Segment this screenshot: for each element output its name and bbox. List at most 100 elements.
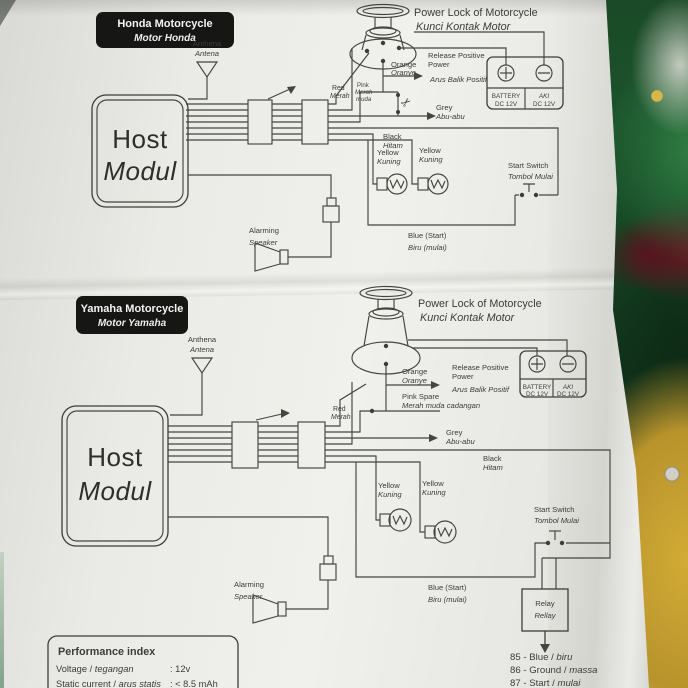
yamaha-blue-label-id: Biru (mulai) [428, 595, 467, 604]
connector-block [247, 99, 273, 145]
antenna-icon [188, 61, 219, 100]
performance-row-static-current: Static current / arus statis [56, 679, 161, 688]
performance-row-static-current-value: : < 8.5 mAh [170, 679, 218, 688]
yamaha-red-label-id: Merah [331, 414, 351, 421]
start-switch-icon [545, 530, 610, 546]
connector-arrow-icon [267, 86, 296, 100]
performance-row-voltage: Voltage / tegangan [56, 664, 134, 674]
honda-release-label-2: Power [428, 60, 450, 69]
connector-block [301, 99, 329, 145]
yamaha-battery-left-value: DC 12V [526, 391, 549, 398]
bulb-icon [424, 520, 457, 544]
honda-yellow2-label: Yellow [419, 146, 441, 155]
battery-minus-terminal-icon [559, 355, 577, 373]
yamaha-battery-left-title: BATTERY [523, 384, 552, 391]
honda-battery-right-value: DC 12V [533, 101, 556, 108]
honda-power-lock-title: Power Lock of Motorcycle [414, 7, 538, 19]
yamaha-speaker-wiring [168, 516, 337, 610]
bulb-icon [376, 173, 408, 195]
scissors-icon: ✂ [398, 94, 415, 111]
yamaha-plate-title: Yamaha Motorcycle [81, 303, 184, 315]
honda-blue-label: Blue (Start) [408, 231, 447, 240]
yamaha-black-label-id: Hitam [483, 463, 503, 472]
yamaha-grey-label: Grey [446, 428, 463, 437]
relay-label-id: Rellay [534, 611, 556, 620]
yamaha-orange-label-id: Oranye [402, 376, 427, 385]
yamaha-power-lock-subtitle: Kunci Kontak Motor [420, 312, 515, 324]
honda-orange-label: Orange [391, 60, 416, 69]
yamaha-blue-label: Blue (Start) [428, 583, 467, 592]
bulb-icon [417, 173, 449, 195]
honda-battery: BATTERY DC 12V AKI DC 12V [399, 31, 564, 110]
relay-pin-85: 85 - Blue / biru [510, 652, 573, 663]
yamaha-relay-wiring [541, 543, 611, 589]
relay-pin-list: 85 - Blue / biru 86 - Ground / massa 87 … [510, 652, 597, 688]
honda-antenna-label-id: Antena [194, 49, 219, 58]
honda-alarm-label: Alarming [249, 226, 279, 235]
honda-pink-label: Pink [357, 82, 370, 89]
relay: Relay Rellay [521, 588, 569, 653]
yamaha-yellow1-label: Yellow [378, 481, 400, 490]
honda-start-switch-label: Start Switch [508, 161, 549, 170]
honda-plate [96, 12, 234, 48]
yamaha-release-label-id: Arus Balik Positif [451, 385, 510, 394]
connector-arrow-icon [255, 409, 290, 421]
yamaha-pink-spare-label: Pink Spare [402, 392, 439, 401]
yamaha-start-switch-label-id: Tombol Mulai [534, 516, 579, 525]
honda-black-label-id: Hitam [383, 141, 403, 150]
honda-wire-bundle [186, 103, 302, 141]
honda-antenna-label-en: Anthena [193, 39, 222, 48]
yamaha-diagram: Yamaha Motorcycle Motor Yamaha Anthena A… [61, 285, 611, 688]
yamaha-battery-right-title: AKI [562, 384, 573, 391]
left-edge-background-sliver [0, 552, 4, 688]
honda-orange-wire [382, 62, 423, 92]
honda-battery-left-value: DC 12V [495, 101, 518, 108]
yamaha-battery: BATTERY DC 12V AKI DC 12V [408, 339, 587, 398]
host-module-line1: Host [112, 124, 168, 154]
honda-grey-label-id: Abu-abu [435, 112, 465, 121]
yamaha-host-module: Host Modul [61, 405, 169, 547]
yamaha-antenna-label-en: Anthena [188, 335, 217, 344]
yamaha-alarm-label: Alarming [234, 580, 264, 589]
host-module-line1: Host [87, 442, 143, 472]
honda-release-label-id: Arus Balik Positif [429, 75, 488, 84]
honda-red-label-id: Merah [330, 93, 350, 100]
honda-battery-right-title: AKI [538, 93, 549, 100]
start-switch-icon [515, 183, 558, 198]
yamaha-wire-bundle [168, 425, 298, 463]
honda-release-label-1: Release Positive [428, 51, 485, 60]
honda-yellow1-label-id: Kuning [377, 157, 401, 166]
yamaha-ignition-lock-icon [351, 285, 421, 375]
battery-plus-terminal-icon [528, 355, 546, 373]
yamaha-yellow2-label: Yellow [422, 479, 444, 488]
bulb-icon [379, 508, 412, 532]
yamaha-battery-right-value: DC 12V [557, 391, 580, 398]
honda-plate-title: Honda Motorcycle [117, 18, 212, 30]
host-module-line2: Modul [78, 476, 152, 506]
performance-row-voltage-value: : 12v [170, 664, 191, 674]
performance-index-box: Performance index Voltage / tegangan : 1… [47, 635, 239, 688]
yamaha-black-label: Black [483, 454, 502, 463]
yamaha-red-label: Red [333, 406, 346, 413]
performance-title: Performance index [58, 646, 155, 658]
yamaha-power-lock-title: Power Lock of Motorcycle [418, 298, 542, 310]
yamaha-release-label-1: Release Positive [452, 363, 509, 372]
yamaha-alarm-label-id: Speaker [234, 592, 263, 601]
relay-pin-87: 87 - Start / mulai [510, 678, 581, 688]
yamaha-pink-spare-label-id: Merah muda cadangan [402, 401, 480, 410]
yamaha-orange-label: Orange [402, 367, 427, 376]
relay-pin-86: 86 - Ground / massa [510, 665, 597, 676]
yamaha-start-switch-label: Start Switch [534, 505, 575, 514]
honda-alarm-label-id: Speaker [249, 238, 278, 247]
connector-block [297, 421, 326, 469]
yamaha-release-label-2: Power [452, 372, 474, 381]
honda-plate-subtitle: Motor Honda [134, 33, 196, 44]
honda-diagram: Honda Motorcycle Motor Honda Anthena Ant… [91, 3, 564, 272]
honda-ignition-lock-icon [349, 3, 417, 70]
honda-fanout-wires [328, 48, 559, 226]
honda-black-label: Black [383, 132, 402, 141]
honda-orange-label-id: Oranye [391, 68, 416, 77]
honda-grey-label: Grey [436, 103, 453, 112]
